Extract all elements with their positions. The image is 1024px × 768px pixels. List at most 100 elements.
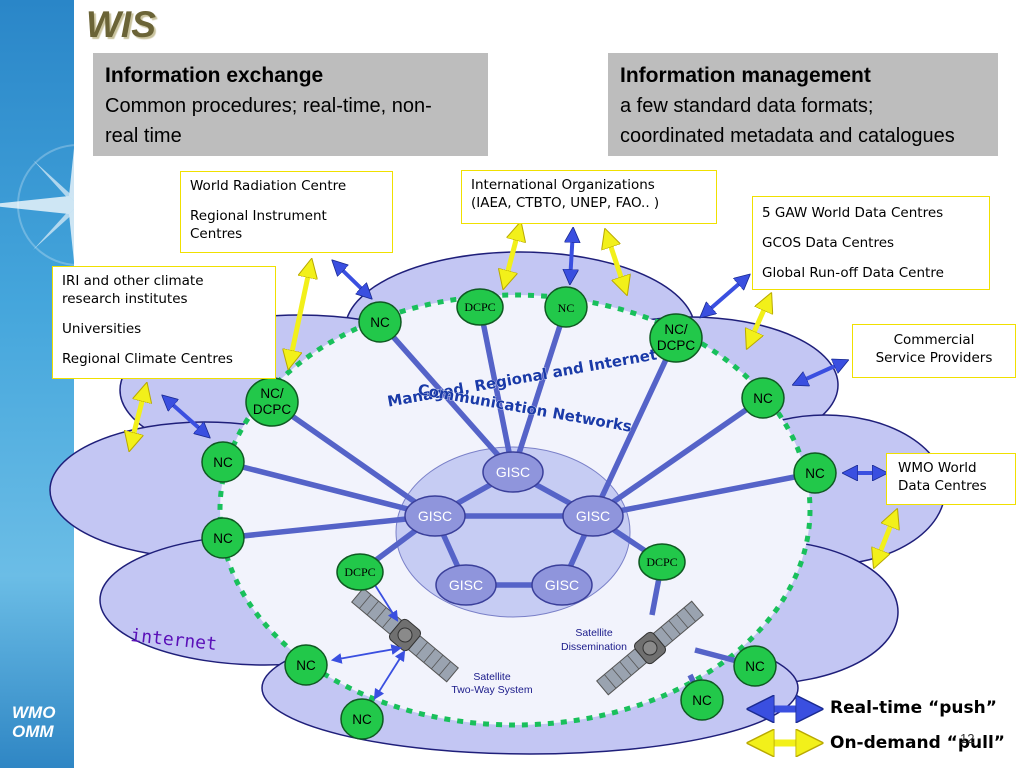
gisc-nodes: GISC GISC GISC GISC GISC [404, 451, 624, 606]
legend-push-label: Real-time “push” [830, 698, 997, 718]
network-ring [217, 292, 813, 728]
link-nc-left-lower [222, 513, 436, 541]
gisc-node-right-label: GISC [576, 508, 610, 524]
dcpc-label-left: DCPC [344, 565, 375, 579]
dcpc-label-right: DCPC [646, 555, 677, 569]
nc-label-left-upper: NC [213, 455, 233, 470]
radiation-line-1: World Radiation Centre [190, 178, 347, 194]
iri-line-2: research institutes [62, 291, 188, 307]
nc-node-right-upper [741, 377, 785, 419]
gaw-line-3: Global Run-off Data Centre [762, 265, 944, 281]
nc-node-left-upper [201, 441, 245, 483]
satellite-dissemination-icon [596, 600, 704, 696]
commercial-providers-box: Commercial Service Providers [852, 324, 1016, 378]
iri-line-4: Regional Climate Centres [62, 351, 233, 367]
information-management-box: Information management a few standard da… [608, 53, 998, 156]
information-management-line-1: a few standard data formats; [620, 95, 874, 117]
dcpc-node-top [456, 288, 504, 326]
link-nc-dcpc-right [590, 336, 679, 518]
gisc-node-left-label: GISC [418, 508, 452, 524]
link-nc-top-left [377, 320, 516, 474]
gisc-node-top: GISC [482, 451, 544, 493]
nc-label-bottom-right: NC [745, 659, 765, 674]
radiation-line-3: Centres [190, 226, 243, 242]
nc-dcpc-right-line-2: DCPC [657, 338, 696, 353]
sidebar-band [0, 0, 74, 768]
nc-label-top: NC [558, 301, 575, 315]
link-dcpc-top [477, 306, 516, 473]
nc-dcpc-left-line-2: DCPC [253, 402, 292, 417]
iri-line-1: IRI and other climate [62, 273, 204, 289]
nc-label-top-left: NC [370, 315, 390, 330]
nc-node-top-left [358, 301, 402, 343]
nc-label-right-upper: NC [753, 391, 773, 406]
nc-node-bottom-left [284, 644, 328, 686]
wmo-logo: WMO OMM [12, 703, 55, 741]
commercial-line-2: Service Providers [875, 350, 993, 366]
logo-line-2: OMM [12, 722, 54, 741]
push-arrow-radiation [334, 262, 370, 297]
nc-node-bottom [340, 698, 384, 740]
legend-pull-label: On-demand “pull” [830, 733, 1005, 753]
sat-arrow-nc-left [330, 644, 403, 664]
information-exchange-line-2: real time [105, 125, 182, 147]
nc-node-bottom-right [733, 645, 777, 687]
gisc-node-bottom-right-label: GISC [545, 577, 579, 593]
slide-title: WIS [86, 4, 156, 45]
wmo-world-data-centres-box: WMO World Data Centres [886, 453, 1016, 505]
nc-label-bottom-right-2: NC [692, 693, 712, 708]
nc-dcpc-node-right [649, 313, 703, 363]
information-management-line-2: coordinated metadata and catalogues [620, 125, 955, 147]
international-organizations-box: International Organizations (IAEA, CTBTO… [461, 170, 717, 224]
radiation-line-2: Regional Instrument [190, 208, 327, 224]
nc-label-left-lower: NC [213, 531, 233, 546]
gisc-node-right: GISC [562, 495, 624, 537]
sat-dissemination-line-1: Satellite [575, 627, 613, 639]
dcpc-label-top: DCPC [464, 300, 495, 314]
push-arrow-intl [570, 230, 573, 282]
sat-two-way-line-2: Two-Way System [451, 684, 533, 696]
intl-line-2: (IAEA, CTBTO, UNEP, FAO.. ) [471, 195, 660, 211]
nc-label-right: NC [805, 466, 825, 481]
sat-arrow-nc-bottom [373, 650, 406, 700]
pull-arrow-radiation [289, 262, 311, 366]
dcpc-node-right [638, 543, 686, 581]
nc-dcpc-right-line-1: NC/ [664, 322, 687, 337]
sat-two-way-line-1: Satellite [473, 671, 511, 683]
gisc-node-bottom-left-label: GISC [449, 577, 483, 593]
iri-line-3: Universities [62, 321, 142, 337]
information-exchange-heading: Information exchange [105, 64, 324, 87]
nc-dcpc-left-line-1: NC/ [260, 386, 283, 401]
pull-arrow-wmo-wdc [875, 512, 896, 565]
nc-label-bottom: NC [352, 712, 372, 727]
wmo-wdc-line-2: Data Centres [898, 478, 987, 494]
push-arrow-commercial [795, 361, 846, 384]
gaw-line-1: 5 GAW World Data Centres [762, 205, 944, 221]
information-exchange-box: Information exchange Common procedures; … [93, 53, 488, 156]
gisc-node-left: GISC [404, 495, 466, 537]
pull-arrow-intl-2 [606, 232, 626, 292]
wmo-wdc-line-1: WMO World [898, 460, 977, 476]
nc-node-right [793, 452, 837, 494]
link-nc-right [592, 470, 816, 519]
pull-arrow-intl-1 [504, 225, 520, 286]
information-exchange-line-1: Common procedures; real-time, non- [105, 95, 432, 117]
gaw-data-centres-box: 5 GAW World Data Centres GCOS Data Centr… [752, 196, 990, 290]
nc-node-top [544, 286, 588, 328]
gaw-line-2: GCOS Data Centres [762, 235, 895, 251]
nc-node-shapes [201, 286, 837, 740]
commercial-line-1: Commercial [893, 332, 975, 348]
nc-node-labels: NC NC NC NC NC NC NC NC NC NC/ DCPC NC/ … [213, 315, 825, 727]
link-nc-top [510, 306, 569, 473]
star-decoration-icon [0, 110, 170, 300]
information-management-heading: Information management [620, 64, 871, 87]
push-arrow-gaw [702, 276, 748, 316]
dcpc-node-left [336, 553, 384, 591]
pull-arrow-iri [130, 386, 146, 448]
gisc-node-bottom-right: GISC [531, 564, 593, 606]
gisc-node-bottom-left: GISC [435, 564, 497, 606]
pull-arrows [130, 225, 896, 565]
pull-arrow-gaw [748, 296, 770, 346]
